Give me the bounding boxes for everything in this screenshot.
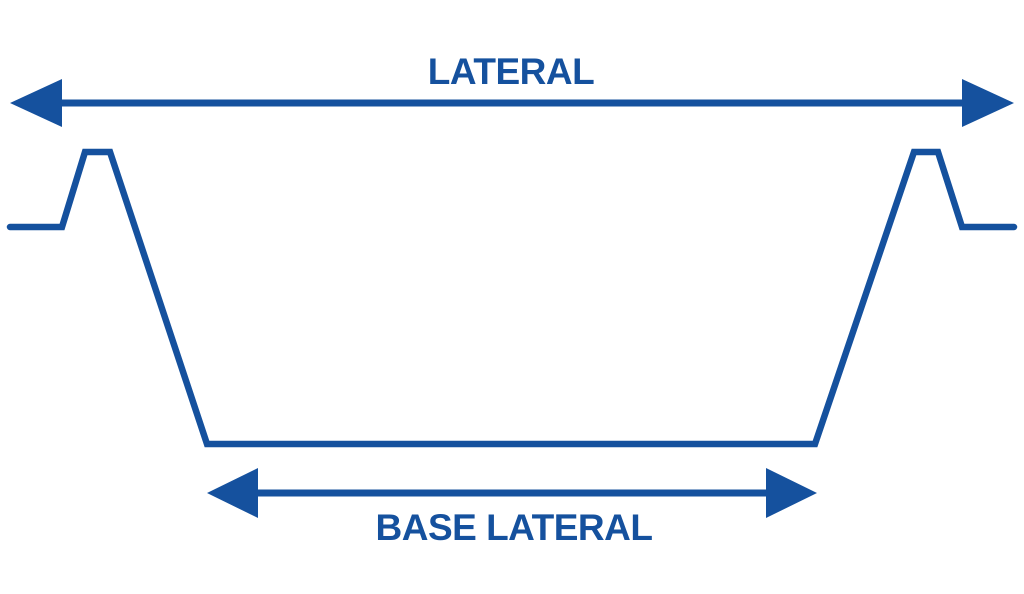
base-lateral-arrowhead-left-icon: [207, 468, 258, 518]
base-lateral-dimension-arrow: [207, 468, 817, 518]
lateral-dimension-arrow: [10, 79, 1014, 127]
base-lateral-label: BASE LATERAL: [376, 507, 653, 548]
lateral-arrowhead-right-icon: [962, 79, 1014, 127]
lateral-arrowhead-left-icon: [10, 79, 62, 127]
panel-profile-outline: [6, 148, 1018, 448]
base-lateral-arrowhead-right-icon: [766, 468, 817, 518]
lateral-label: LATERAL: [428, 51, 594, 92]
